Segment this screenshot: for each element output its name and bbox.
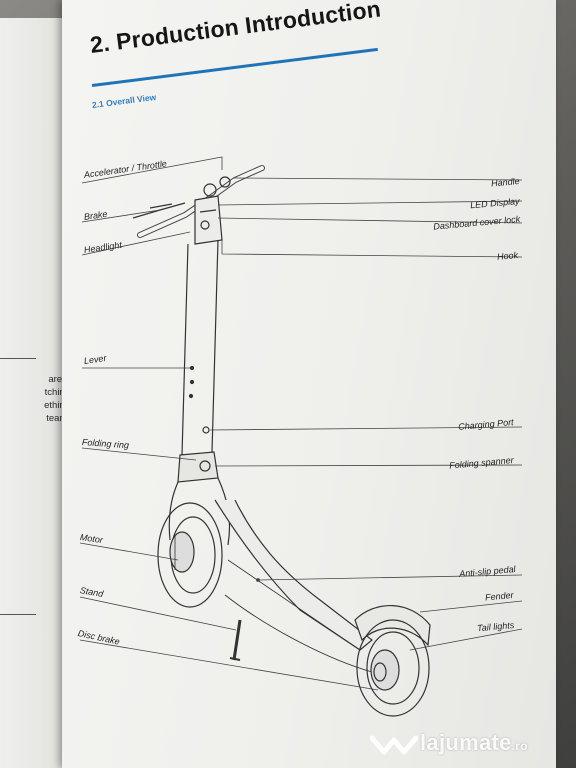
- callout-lines: [79, 156, 523, 691]
- label-hook: Hook: [496, 250, 519, 262]
- left-page-text-2: tching: [44, 387, 70, 398]
- watermark-logo-icon: [370, 735, 418, 755]
- left-page-text-1: area,: [48, 374, 70, 385]
- scooter-drawing: [132, 165, 431, 717]
- left-page-rule-bottom: [0, 614, 36, 615]
- left-page-rule: [0, 358, 36, 359]
- left-page-text-4: team,: [46, 413, 70, 424]
- previous-page: area, tching ething team,: [0, 18, 70, 768]
- watermark: lajumate.ro: [420, 730, 528, 756]
- watermark-brand: lajumate: [420, 730, 512, 755]
- left-page-text-3: ething: [44, 400, 70, 411]
- watermark-tld: .ro: [511, 739, 528, 753]
- manual-page: [62, 0, 556, 768]
